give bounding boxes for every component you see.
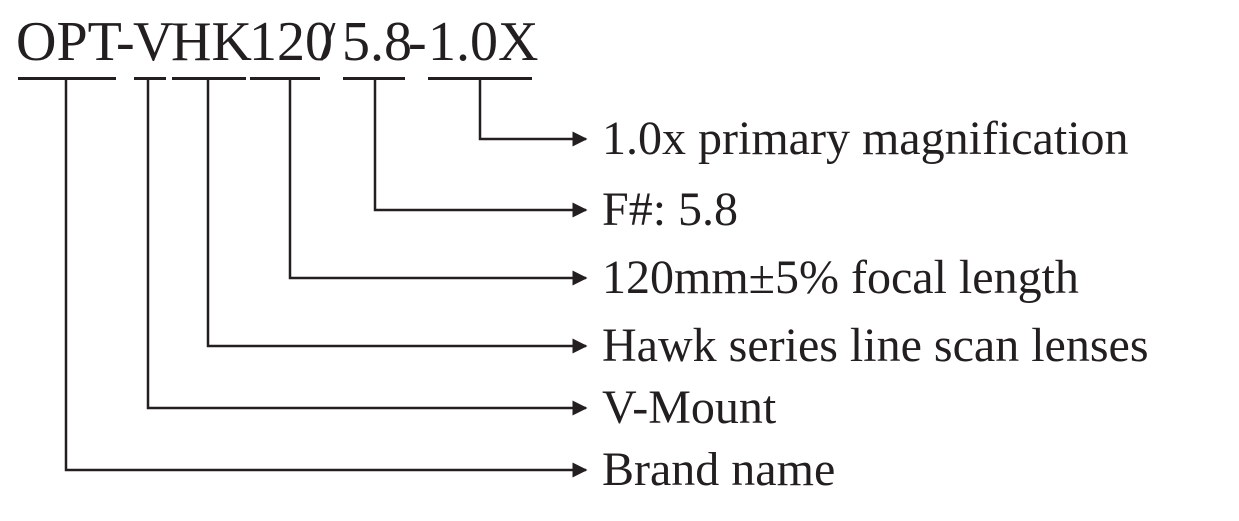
underline-f-number: [343, 77, 405, 80]
connector-mount: [146, 79, 588, 416]
underline-series: [172, 77, 246, 80]
underline-focal-length: [250, 77, 320, 80]
connector-focal-length: [288, 79, 588, 286]
label-f-number: F#: 5.8: [602, 183, 739, 236]
connector-magnification: [478, 79, 588, 147]
code-segment-f-number: 5.8: [342, 11, 412, 73]
code-segment-series: HK: [171, 11, 252, 73]
code-separator-3: -: [408, 11, 427, 73]
connector-series: [206, 79, 588, 354]
code-segment-mount: V: [133, 11, 174, 73]
code-separator-2: /: [320, 11, 336, 73]
connector-f-number: [373, 79, 588, 218]
label-mount: V-Mount: [602, 381, 777, 434]
underline-mount: [134, 77, 166, 80]
code-segment-brand: OPT: [16, 11, 122, 73]
label-magnification: 1.0x primary magnification: [602, 112, 1129, 165]
label-focal-length: 120mm±5% focal length: [602, 251, 1079, 304]
label-brand: Brand name: [602, 443, 836, 496]
underline-magnification: [428, 77, 532, 80]
connector-brand: [64, 79, 588, 478]
code-segment-focal-length: 120: [249, 11, 333, 73]
underline-brand: [18, 77, 116, 80]
label-series: Hawk series line scan lenses: [602, 319, 1149, 372]
code-segment-magnification: 1.0X: [428, 11, 539, 73]
code-separator-1: -: [116, 11, 135, 73]
